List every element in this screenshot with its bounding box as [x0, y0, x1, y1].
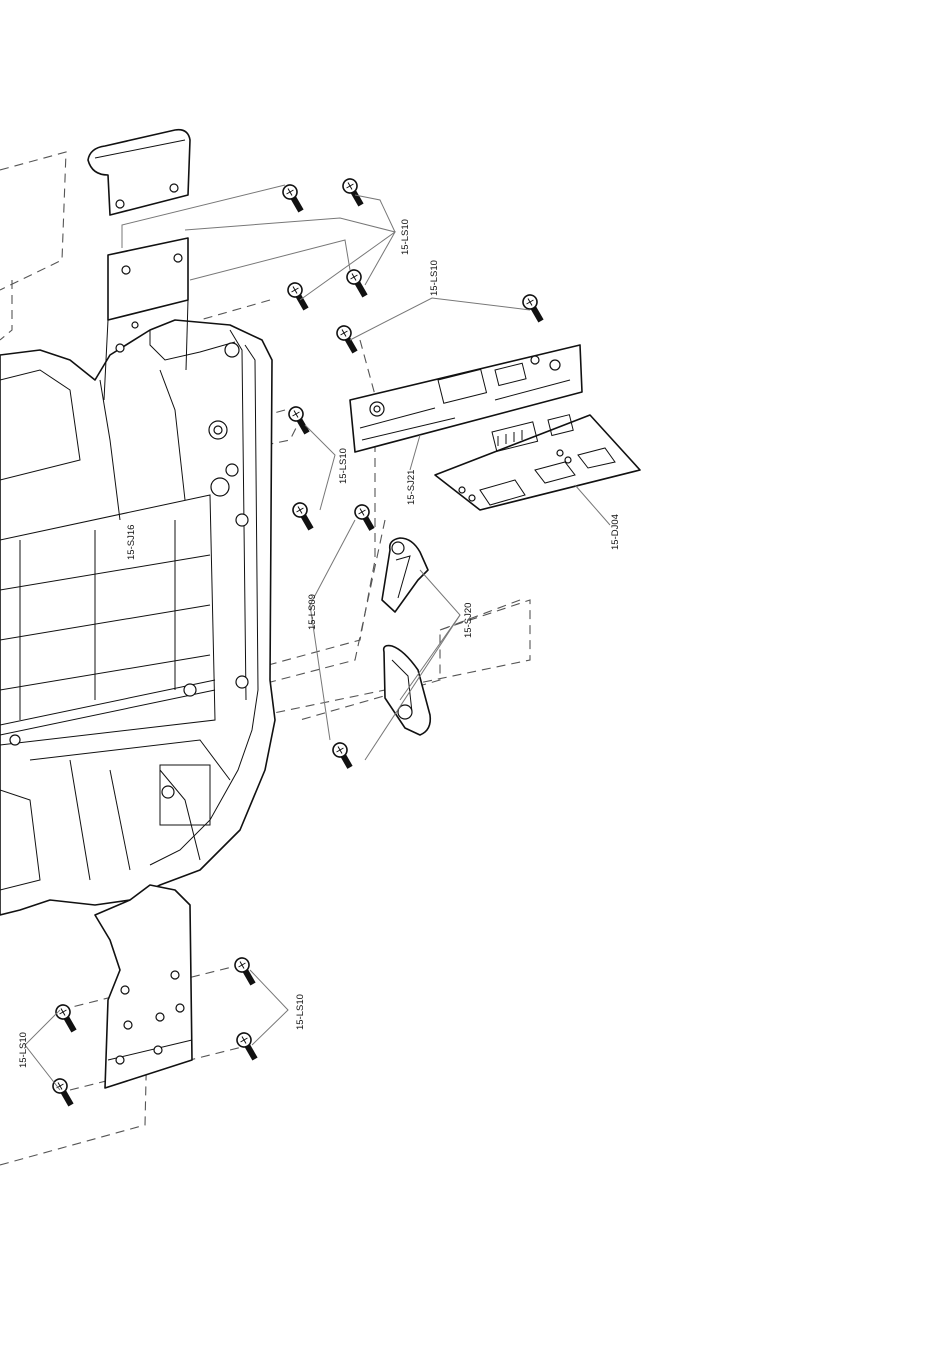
- screw-ls10-1: [280, 182, 307, 214]
- screw-ls09-1: [352, 502, 378, 532]
- label-dj04: 15-DJ04: [610, 514, 621, 550]
- label-ls10-side: 15-LS10: [338, 448, 349, 484]
- screw-ls10-2: [340, 176, 367, 208]
- screw-ls10-10: [234, 1030, 261, 1062]
- label-sj16: 15-SJ16: [126, 525, 137, 560]
- bottom-bracket: [95, 885, 192, 1088]
- label-ls09: 15-LS09: [307, 594, 318, 630]
- label-ls10-top: 15-LS10: [400, 219, 411, 255]
- screw-ls10-3: [344, 267, 371, 299]
- screw-ls10-7: [286, 404, 313, 436]
- chassis-tray: [0, 320, 275, 915]
- label-ls10-plate: 15-LS10: [429, 260, 440, 296]
- screw-ls10-8: [290, 500, 317, 532]
- label-sj20: 15-SJ20: [463, 603, 474, 638]
- screw-ls09-2: [330, 740, 356, 770]
- screw-ls10-12: [50, 1076, 77, 1108]
- screw-ls10-6: [520, 292, 547, 324]
- screw-ls10-11: [53, 1002, 80, 1034]
- screw-ls10-5: [334, 323, 361, 355]
- label-ls10-bottom-right: 15-LS10: [295, 994, 306, 1030]
- circuit-board: [435, 415, 640, 510]
- label-ls10-bottom-left: 15-LS10: [18, 1032, 29, 1068]
- screw-ls10-9: [232, 955, 259, 987]
- label-sj21: 15-SJ21: [406, 470, 417, 505]
- latch-clips: [382, 538, 430, 735]
- screw-ls10-4: [285, 280, 312, 312]
